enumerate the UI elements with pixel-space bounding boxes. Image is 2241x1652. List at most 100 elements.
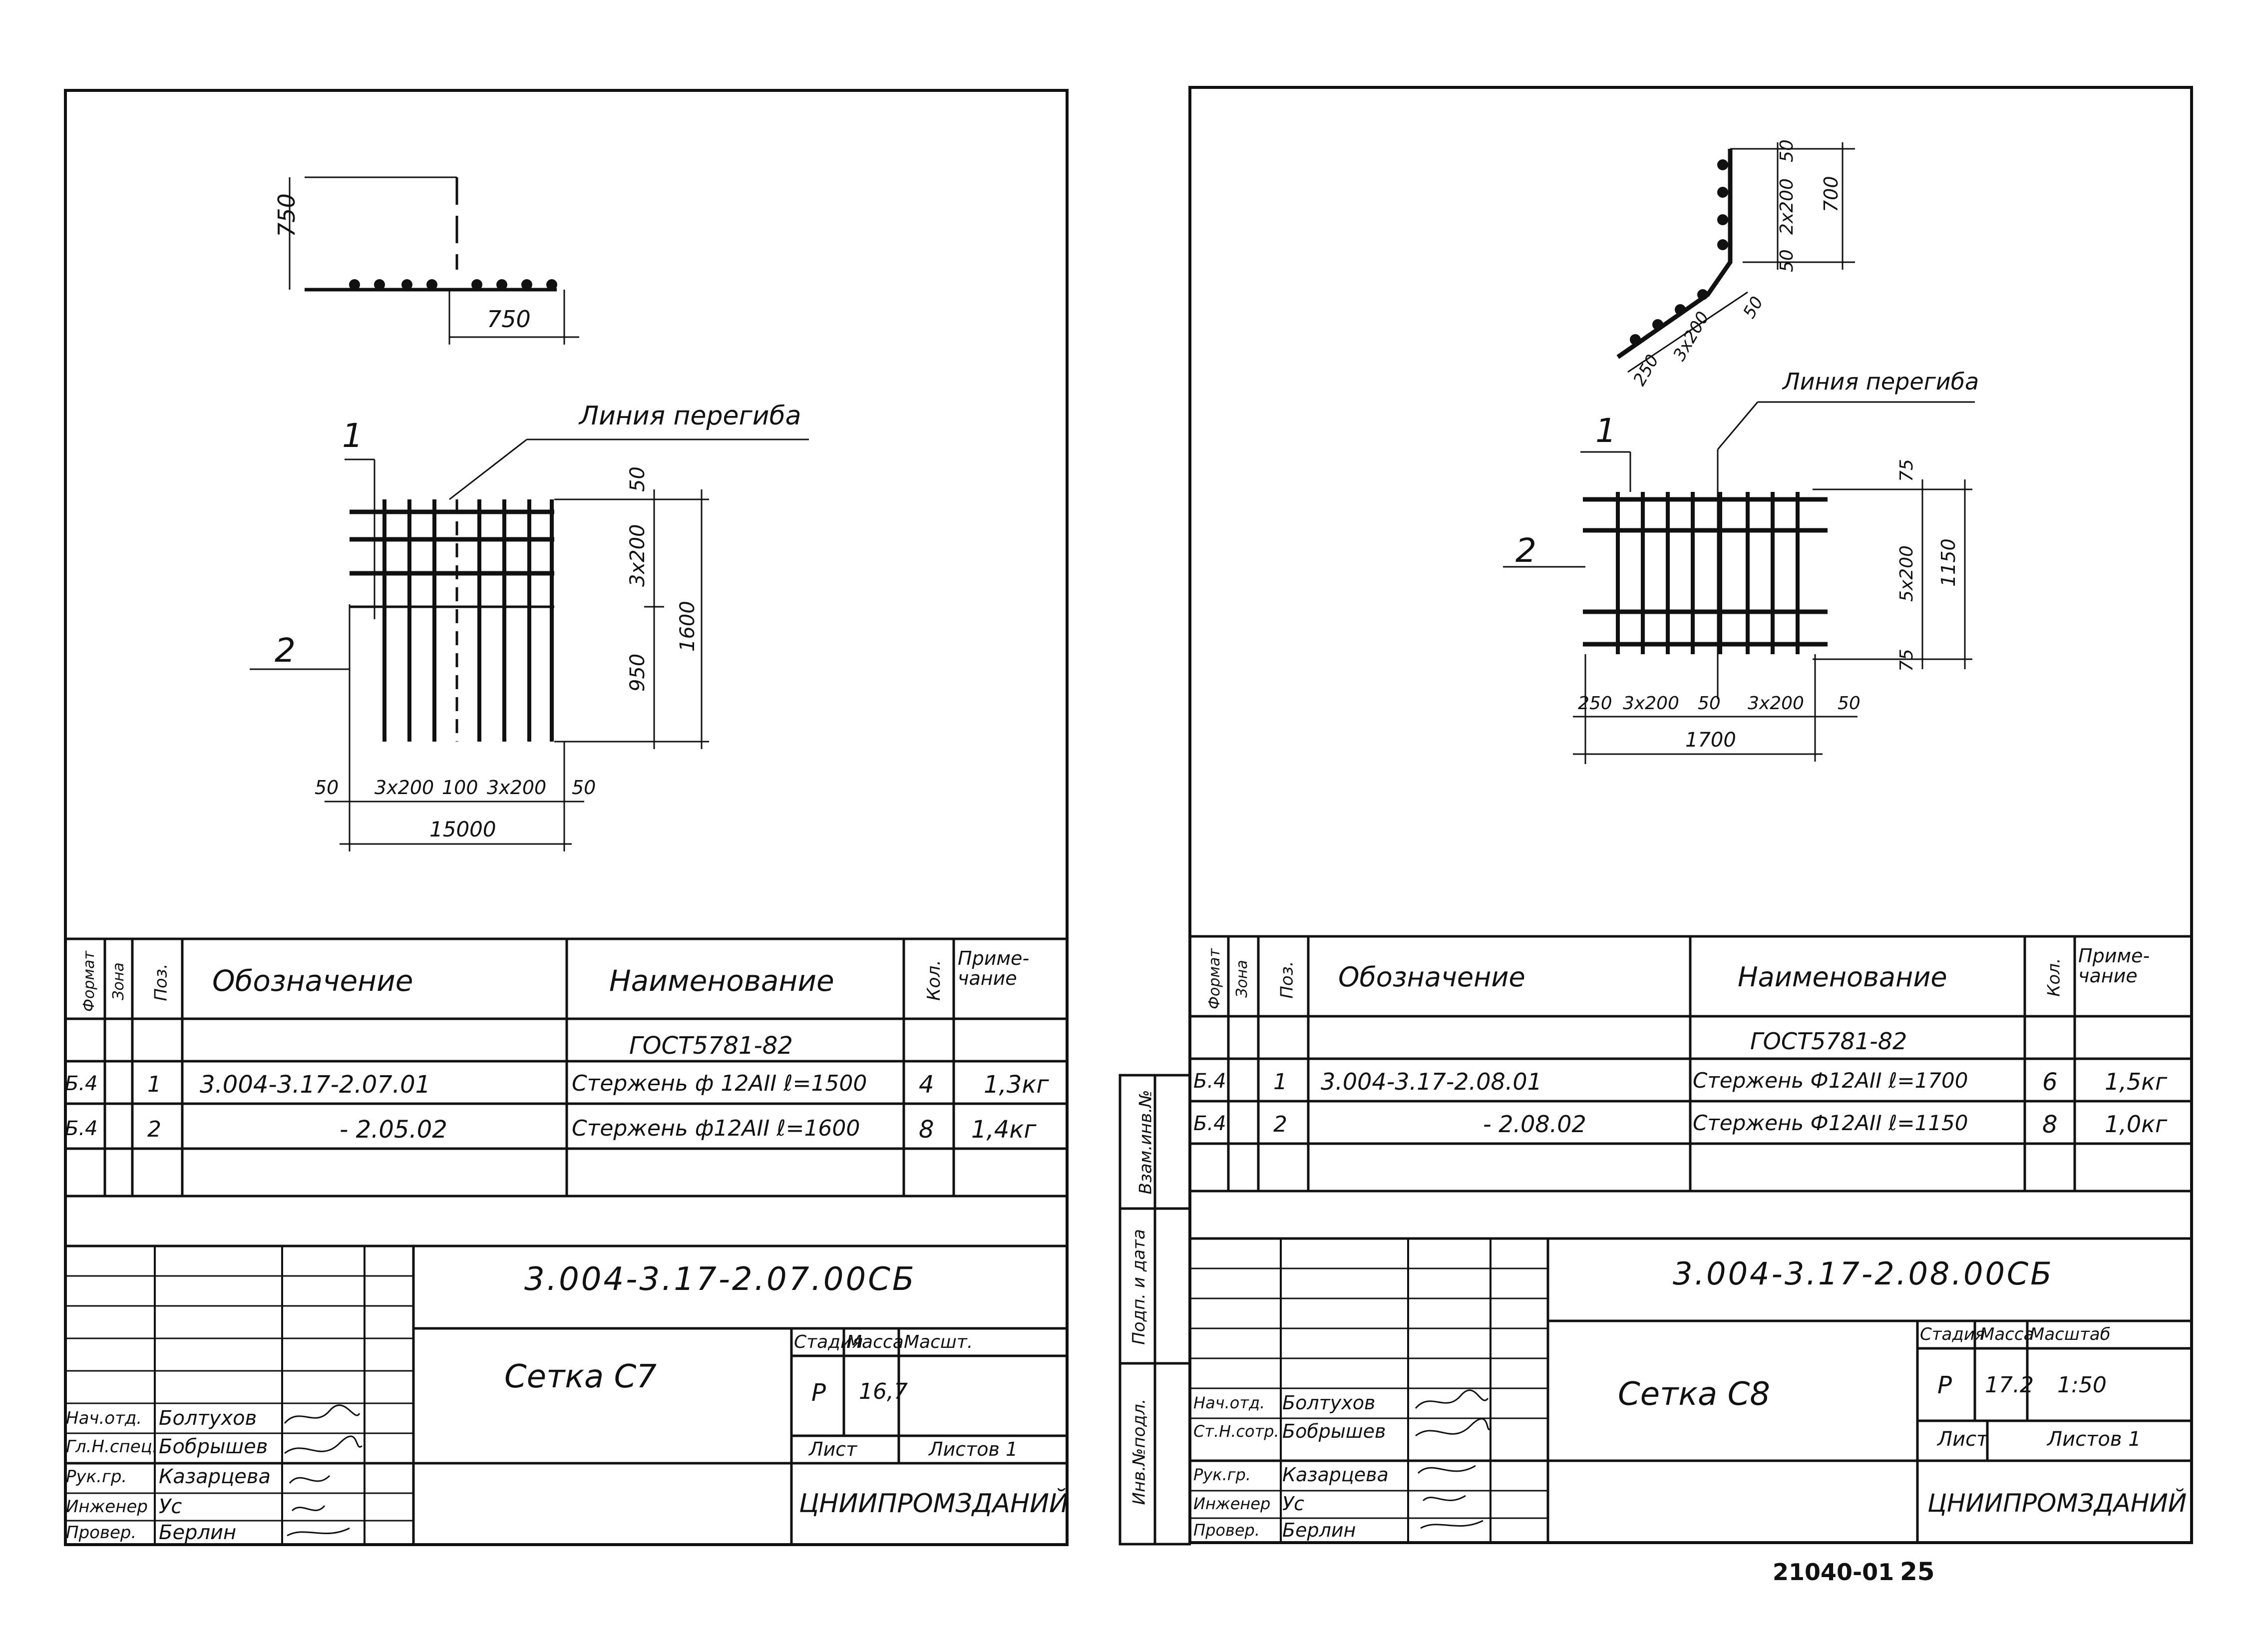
left-standard: ГОСТ5781-82 bbox=[629, 1032, 793, 1060]
right-dim-1150: 1150 bbox=[1937, 538, 1959, 587]
left-sheets-label: Листов 1 bbox=[929, 1438, 1018, 1460]
footer-page: 25 bbox=[1900, 1557, 1935, 1586]
right-row2-name: Стержень Ф12АII ℓ=1150 bbox=[1693, 1111, 1968, 1135]
right-row1-format: Б.4 bbox=[1193, 1070, 1226, 1093]
right-callout-2: 2 bbox=[1515, 531, 1536, 570]
left-dim-bottom-50b: 50 bbox=[572, 777, 596, 799]
right-hdr-format: Формат bbox=[1205, 948, 1223, 1009]
right-side-strip bbox=[1119, 1074, 1191, 1546]
right-row2-pos: 2 bbox=[1273, 1112, 1287, 1137]
right-dim-bottom-3x200a: 3x200 bbox=[1623, 693, 1679, 714]
left-hdr-designation: Обозначение bbox=[212, 964, 413, 998]
left-row1-note: 1,3кг bbox=[984, 1071, 1049, 1099]
right-sheet bbox=[1188, 86, 2193, 1544]
right-row2-designation: - 2.08.02 bbox=[1483, 1111, 1586, 1138]
left-dim-height: 750 bbox=[273, 193, 300, 237]
left-role-1: Нач.отд. bbox=[66, 1408, 142, 1428]
right-name-5: Берлин bbox=[1282, 1519, 1356, 1541]
left-role-3: Рук.гр. bbox=[66, 1467, 127, 1487]
left-role-2: Гл.Н.спец. bbox=[66, 1437, 158, 1457]
right-doc-title: Сетка С8 bbox=[1618, 1376, 1770, 1413]
right-row1-qty: 6 bbox=[2042, 1068, 2058, 1096]
right-scale-label: Масштаб bbox=[2030, 1324, 2111, 1344]
left-row2-pos: 2 bbox=[147, 1117, 161, 1142]
right-row1-name: Стержень Ф12АII ℓ=1700 bbox=[1693, 1068, 1968, 1093]
right-drawing: 50 2x200 700 50 250 3x200 50 Линия перег… bbox=[1503, 139, 1979, 764]
right-standard: ГОСТ5781-82 bbox=[1750, 1028, 1907, 1055]
right-name-3: Казарцева bbox=[1282, 1464, 1389, 1486]
left-row1-name: Стержень ф 12АII ℓ=1500 bbox=[572, 1071, 867, 1096]
right-role-1: Нач.отд. bbox=[1193, 1393, 1265, 1412]
right-sheet-label: Лист bbox=[1937, 1428, 1988, 1451]
left-dim-bottom-100: 100 bbox=[442, 777, 478, 799]
left-name-2: Бобрышев bbox=[159, 1435, 268, 1458]
right-stage: Р bbox=[1937, 1371, 1952, 1399]
right-hdr-designation: Обозначение bbox=[1338, 961, 1525, 993]
left-dim-bottom-50a: 50 bbox=[315, 777, 339, 799]
left-mass: 16,7 bbox=[859, 1379, 908, 1404]
right-name-4: Ус bbox=[1282, 1493, 1305, 1515]
right-dim-top-50a: 50 bbox=[1777, 139, 1797, 162]
right-dim-5x200: 5x200 bbox=[1896, 545, 1917, 602]
right-mass-label: Масса bbox=[1980, 1324, 2034, 1344]
left-sheet bbox=[64, 89, 1069, 1546]
right-scale: 1:50 bbox=[2057, 1372, 2107, 1398]
left-role-5: Провер. bbox=[66, 1523, 137, 1543]
right-role-4: Инженер bbox=[1193, 1494, 1271, 1513]
right-dim-bottom-250: 250 bbox=[1578, 693, 1612, 714]
right-name-1: Болтухов bbox=[1282, 1392, 1376, 1414]
left-dim-bottom-3x200b: 3x200 bbox=[487, 777, 546, 799]
right-dim-700: 700 bbox=[1820, 176, 1842, 212]
left-org: ЦНИИПРОМЗДАНИЙ bbox=[799, 1489, 1069, 1519]
left-doc-code: 3.004-3.17-2.07.00СБ bbox=[524, 1261, 916, 1298]
left-name-5: Берлин bbox=[159, 1521, 237, 1544]
left-callout-2: 2 bbox=[275, 631, 296, 670]
right-org: ЦНИИПРОМЗДАНИЙ bbox=[1927, 1489, 2187, 1518]
left-doc-title: Сетка С7 bbox=[504, 1358, 657, 1395]
left-dim-total: 15000 bbox=[429, 817, 496, 841]
left-stage: Р bbox=[811, 1379, 826, 1407]
left-callout-1: 1 bbox=[342, 416, 363, 455]
right-signatures bbox=[1415, 1389, 1492, 1529]
left-mass-label: Масса bbox=[846, 1332, 904, 1352]
right-row1-note: 1,5кг bbox=[2105, 1068, 2168, 1095]
right-hdr-note: Приме-чание bbox=[2078, 945, 2150, 987]
left-dim-bottom-3x200a: 3x200 bbox=[374, 777, 434, 799]
left-name-3: Казарцева bbox=[159, 1465, 271, 1488]
right-role-2: Ст.Н.сотр. bbox=[1193, 1422, 1279, 1441]
left-name-1: Болтухов bbox=[159, 1407, 257, 1430]
left-stage-label: Стадия bbox=[794, 1332, 863, 1352]
left-dim-width: 750 bbox=[487, 306, 531, 333]
left-bend-label: Линия перегиба bbox=[578, 401, 801, 431]
right-row2-note: 1,0кг bbox=[2105, 1111, 2168, 1138]
right-dim-bottom-50b: 50 bbox=[1838, 693, 1861, 714]
left-row2-format: Б.4 bbox=[65, 1117, 98, 1140]
right-hdr-zone: Зона bbox=[1233, 960, 1251, 998]
right-row1-pos: 1 bbox=[1273, 1069, 1287, 1095]
right-dim-75b: 75 bbox=[1896, 649, 1917, 672]
left-dim-3x200: 3x200 bbox=[626, 524, 649, 587]
right-mass: 17.2 bbox=[1985, 1372, 2034, 1398]
left-scale-label: Масшт. bbox=[904, 1332, 973, 1352]
left-row2-note: 1,4кг bbox=[971, 1116, 1037, 1144]
left-role-4: Инженер bbox=[66, 1497, 148, 1517]
left-dim-950: 950 bbox=[626, 654, 649, 692]
right-callout-1: 1 bbox=[1595, 412, 1616, 450]
right-hdr-name: Наименование bbox=[1738, 961, 1947, 993]
left-sheet-label: Лист bbox=[809, 1438, 857, 1460]
footer-number: 21040-01 bbox=[1773, 1559, 1894, 1586]
left-row2-name: Стержень ф12АII ℓ=1600 bbox=[572, 1116, 860, 1141]
right-stage-label: Стадия bbox=[1920, 1324, 1985, 1344]
right-hdr-qty: Кол. bbox=[2044, 958, 2064, 997]
right-role-5: Провер. bbox=[1193, 1521, 1260, 1540]
left-signatures bbox=[284, 1404, 363, 1537]
left-row2-designation: - 2.05.02 bbox=[340, 1116, 447, 1144]
left-dim-top-gap: 50 bbox=[626, 466, 649, 492]
left-hdr-name: Наименование bbox=[609, 964, 834, 998]
right-hdr-pos: Поз. bbox=[1277, 961, 1297, 999]
left-spec-grid bbox=[64, 937, 1069, 1546]
right-name-2: Бобрышев bbox=[1282, 1420, 1386, 1442]
left-row1-qty: 4 bbox=[919, 1071, 934, 1099]
right-sheets-label: Листов 1 bbox=[2047, 1428, 2141, 1451]
right-dim-bottom-3x200b: 3x200 bbox=[1748, 693, 1804, 714]
